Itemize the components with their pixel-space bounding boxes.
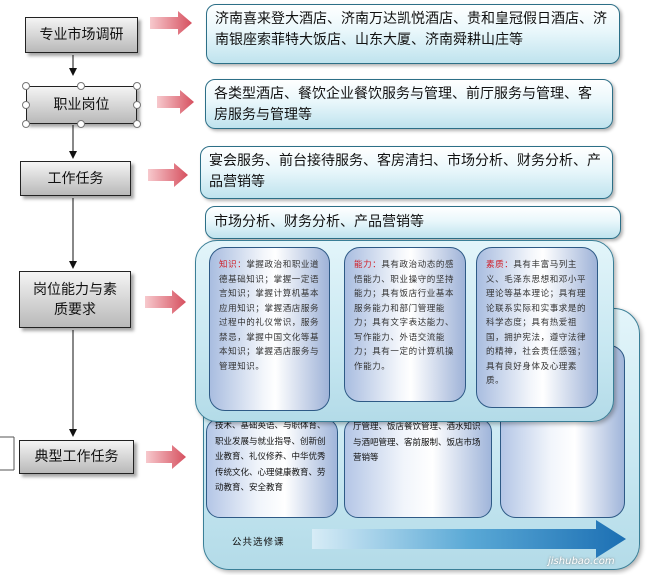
pink-arrow-1 (150, 11, 192, 35)
flow-arrow-1 (69, 55, 77, 76)
resize-handle[interactable] (133, 120, 141, 128)
step-abilities-requirements[interactable]: 岗位能力与素质要求 (19, 271, 131, 328)
step-label: 职业岗位 (53, 97, 110, 113)
content-market-analysis: 市场分析、财务分析、产品营销等 (205, 206, 621, 239)
flow-arrow-3 (69, 198, 77, 269)
content-job-positions: 各类型酒店、餐饮企业餐饮服务与管理、前厅服务与管理、客房服务与管理等 (205, 79, 613, 129)
content-work-tasks: 宴会服务、前台接待服务、客房清扫、市场分析、财务分析、产品营销等 (200, 146, 613, 199)
knowledge-card: 知识：掌握政治和职业道德基础知识；掌握一定语言知识；掌握计算机基本应用知识；掌握… (209, 247, 330, 411)
resize-handle[interactable] (133, 82, 141, 90)
resize-handle[interactable] (77, 120, 85, 128)
resize-handle[interactable] (77, 82, 85, 90)
content-text: 市场分析、财务分析、产品营销等 (214, 214, 424, 230)
step-job-position[interactable]: 职业岗位 (26, 86, 137, 124)
flow-arrow-2 (69, 125, 77, 159)
step-typical-work-tasks[interactable]: 典型工作任务 (19, 440, 134, 474)
resize-handle[interactable] (22, 101, 30, 109)
flow-arrow-4 (69, 330, 77, 437)
quality-card: 素质：具有丰富马列主义、毛泽东思想和邓小平理论等基本理论；具有理论联系实际和实事… (476, 247, 598, 408)
public-course-label: 公共选修课 (232, 537, 285, 548)
resize-handle[interactable] (133, 101, 141, 109)
card-text: 具有政治动态的感悟能力、职业操守的坚持能力；具有饭店行业基本服务能力和部门管理能… (354, 260, 455, 372)
step-label: 典型工作任务 (34, 449, 119, 465)
step-label: 工作任务 (47, 170, 104, 187)
card-keyword: 知识： (219, 260, 247, 270)
lower-card-left: 技术、基础英语、与职体育、职业发展与就业指导、创新创业教育、礼仪修养、中华优秀传… (206, 418, 338, 518)
resize-handle[interactable] (22, 82, 30, 90)
card-keyword: 能力： (354, 260, 382, 270)
content-text: 宴会服务、前台接待服务、客房清扫、市场分析、财务分析、产品营销等 (209, 153, 601, 190)
step-work-tasks[interactable]: 工作任务 (20, 161, 131, 196)
lower-card-middle: 厅管理、饭店餐饮管理、酒水知识与酒吧管理、客前服制、饭店市场营销等 (344, 418, 492, 518)
pink-arrow-4 (145, 290, 186, 314)
pink-arrow-2 (157, 90, 194, 114)
content-research-hotels: 济南喜来登大酒店、济南万达凯悦酒店、贵和皇冠假日酒店、济南银座索菲特大饭店、山东… (206, 4, 620, 64)
card-text: 掌握政治和职业道德基础知识；掌握一定语言知识；掌握计算机基本应用知识；掌握酒店服… (219, 260, 320, 372)
resize-handle[interactable] (22, 120, 30, 128)
step-label: 专业市场调研 (39, 27, 124, 43)
lower-card-text: 厅管理、饭店餐饮管理、酒水知识与酒吧管理、客前服制、饭店市场营销等 (353, 422, 481, 463)
watermark: jishubao.com (548, 556, 615, 567)
lower-card-text: 技术、基础英语、与职体育、职业发展与就业指导、创新创业教育、礼仪修养、中华优秀传… (215, 421, 326, 493)
content-text: 济南喜来登大酒店、济南万达凯悦酒店、贵和皇冠假日酒店、济南银座索菲特大饭店、山东… (215, 11, 607, 48)
bracket-lines (0, 436, 15, 471)
card-text: 具有丰富马列主义、毛泽东思想和邓小平理论等基本理论；具有理论联系实际和实事求是的… (486, 260, 587, 386)
pink-arrow-3 (148, 163, 188, 187)
pink-arrow-5 (146, 445, 186, 469)
ability-card: 能力：具有政治动态的感悟能力、职业操守的坚持能力；具有饭店行业基本服务能力和部门… (344, 247, 466, 402)
content-text: 各类型酒店、餐饮企业餐饮服务与管理、前厅服务与管理、客房服务与管理等 (214, 86, 592, 123)
card-keyword: 素质： (486, 260, 514, 270)
step-market-research[interactable]: 专业市场调研 (25, 17, 138, 53)
step-label: 岗位能力与素质要求 (33, 281, 117, 318)
